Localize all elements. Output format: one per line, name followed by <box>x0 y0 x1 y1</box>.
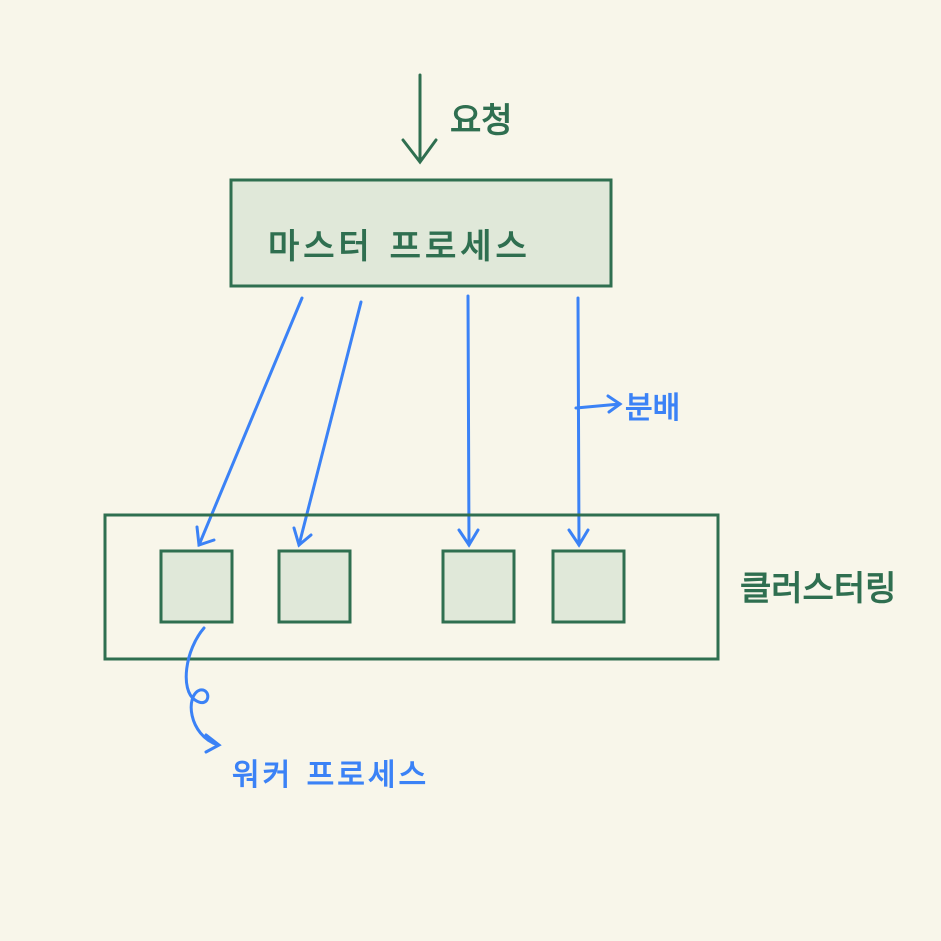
worker-box-2 <box>277 549 352 624</box>
clustering-label: 클러스터링 <box>740 569 896 609</box>
master-process-box <box>229 178 613 288</box>
worker-box-1 <box>159 549 234 624</box>
distribution-arrows <box>195 294 623 548</box>
worker-box-3 <box>441 549 516 624</box>
master-process-label: 마스터 프로세스 <box>268 227 531 267</box>
request-label: 요청 <box>450 101 513 141</box>
worker-pointer-arrow <box>184 626 222 754</box>
worker-box-4 <box>551 549 626 624</box>
worker-process-label: 워커 프로세스 <box>232 758 429 793</box>
worker-boxes <box>159 549 626 624</box>
request-arrow <box>401 73 438 165</box>
cluster-box <box>103 513 720 661</box>
distribute-label: 분배 <box>625 391 680 426</box>
